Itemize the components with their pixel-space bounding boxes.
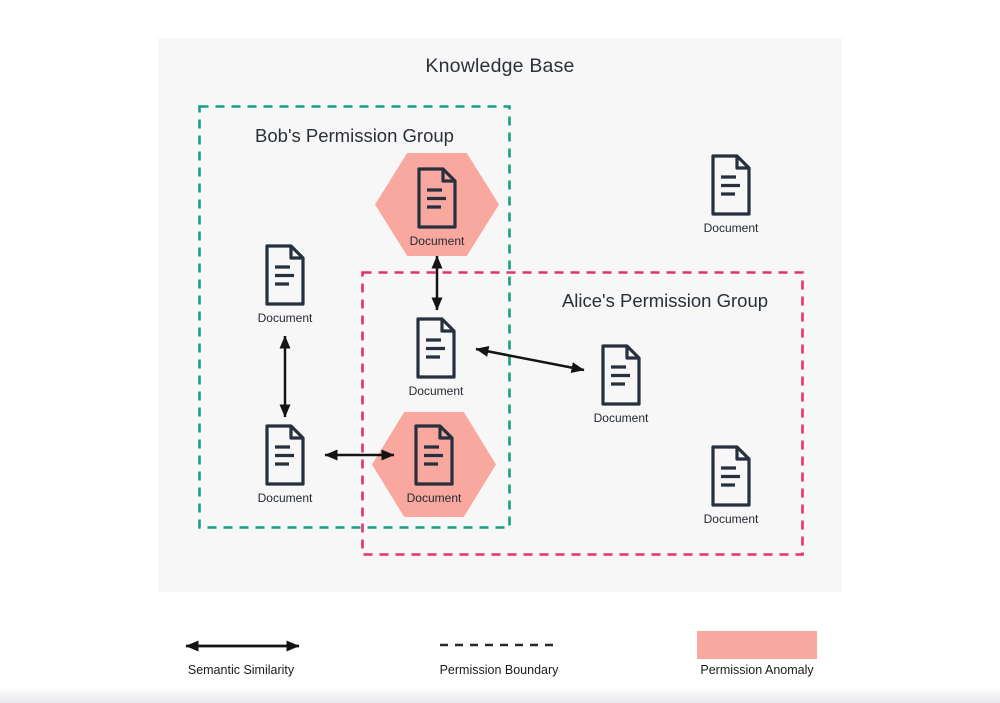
document-icon [265,424,305,486]
legend-semantic-similarity-label: Semantic Similarity [187,663,295,677]
document-label: Document [703,512,759,526]
bob-group-title: Bob's Permission Group [255,125,454,146]
alice-group-title: Alice's Permission Group [561,290,769,311]
document-bob-bottom-left: Document [235,423,335,506]
document-label: Document [703,221,759,235]
document-label: Document [257,311,313,325]
document-icon [601,344,641,406]
document-label: Document [257,491,313,505]
document-label: Document [409,234,465,248]
legend-anomaly-swatch [697,631,817,659]
document-label: Document [593,411,649,425]
document-icon [414,424,454,486]
document-label: Document [408,384,464,398]
document-alice-middle: Document [571,343,671,426]
document-bob-upper-left: Document [235,243,335,326]
document-icon [711,445,751,507]
page-bottom-shadow [0,687,1000,703]
document-icon [265,244,305,306]
legend-permission-anomaly-label: Permission Anomaly [700,663,814,677]
document-shared-center: Document [386,316,486,399]
document-icon [417,167,457,229]
legend-permission-boundary-label: Permission Boundary [439,663,559,677]
document-outside-top-right: Document [681,153,781,236]
document-icon [711,154,751,216]
document-bob-anomaly-top: Document [387,166,487,249]
document-shared-anomaly-bottom: Document [384,423,484,506]
document-alice-bottom-right: Document [681,444,781,527]
document-icon [416,317,456,379]
knowledge-base-title: Knowledge Base [425,55,575,77]
document-label: Document [406,491,462,505]
